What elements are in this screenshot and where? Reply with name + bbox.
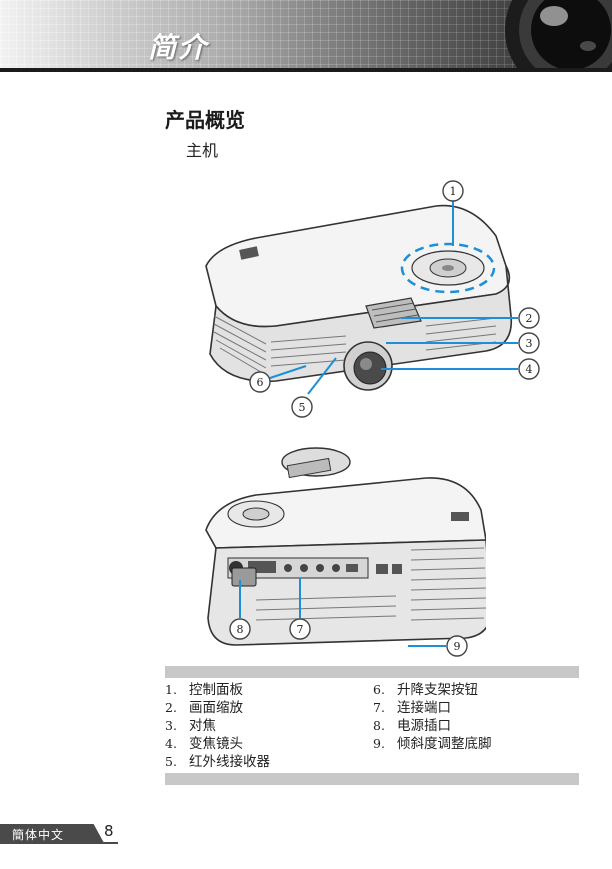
callout-6: 6 — [249, 371, 271, 393]
page-number: 8 — [104, 822, 114, 840]
legend-bottom-bar — [165, 773, 579, 785]
header-rule — [0, 68, 612, 72]
legend-item: 3.对焦 — [165, 718, 216, 734]
subheading: 主机 — [186, 141, 219, 160]
callout-2: 2 — [518, 307, 540, 329]
callout-1: 1 — [442, 180, 464, 202]
legend-item: 1.控制面板 — [165, 682, 243, 698]
callout-9: 9 — [446, 635, 468, 657]
footer-language-label: 簡体中文 — [12, 828, 65, 842]
chapter-header — [0, 0, 612, 72]
callout-3: 3 — [518, 332, 540, 354]
lens-decoration-icon — [505, 0, 612, 72]
svg-text:2: 2 — [526, 312, 533, 325]
projector-rear-view-figure: 7 8 9 — [205, 447, 486, 657]
svg-text:9: 9 — [454, 640, 461, 653]
legend-item: 9.倾斜度调整底脚 — [373, 736, 492, 752]
svg-text:8: 8 — [237, 623, 244, 636]
svg-text:6: 6 — [257, 376, 264, 389]
control-panel-icon — [400, 242, 496, 294]
legend-item: 5.红外线接收器 — [165, 754, 270, 770]
svg-text:5: 5 — [299, 401, 306, 414]
svg-text:1: 1 — [450, 185, 457, 198]
footer-language-tab — [0, 824, 104, 843]
legend-item: 8.电源插口 — [373, 718, 451, 734]
svg-text:3: 3 — [526, 337, 533, 350]
projector-rear-body — [205, 447, 486, 646]
callout-line-5 — [307, 357, 337, 395]
legend-item: 6.升降支架按钮 — [373, 682, 478, 698]
footer-rule — [0, 842, 118, 844]
legend-list-left: 1.控制面板 2.画面缩放 3.对焦 4.变焦镜头 5.红外线接收器 — [165, 681, 270, 771]
legend-list-right: 6.升降支架按钮 7.连接端口 8.电源插口 9.倾斜度调整底脚 — [373, 681, 492, 753]
legend-item: 2.画面缩放 — [165, 700, 243, 716]
callout-8: 8 — [229, 618, 251, 640]
projector-front-body — [205, 204, 513, 391]
projector-front-view-figure: 1 2 3 4 5 6 — [205, 180, 540, 418]
page-heading: 产品概览 — [165, 108, 245, 132]
callout-line-6 — [269, 365, 307, 379]
svg-text:4: 4 — [526, 363, 533, 376]
legend-item: 4.变焦镜头 — [165, 736, 243, 752]
callout-5: 5 — [291, 396, 313, 418]
callout-7: 7 — [289, 618, 311, 640]
legend-top-bar — [165, 666, 579, 678]
legend-item: 7.连接端口 — [373, 700, 451, 716]
callout-4: 4 — [518, 358, 540, 380]
svg-text:7: 7 — [297, 623, 304, 636]
section-title: 简介 — [148, 31, 209, 64]
